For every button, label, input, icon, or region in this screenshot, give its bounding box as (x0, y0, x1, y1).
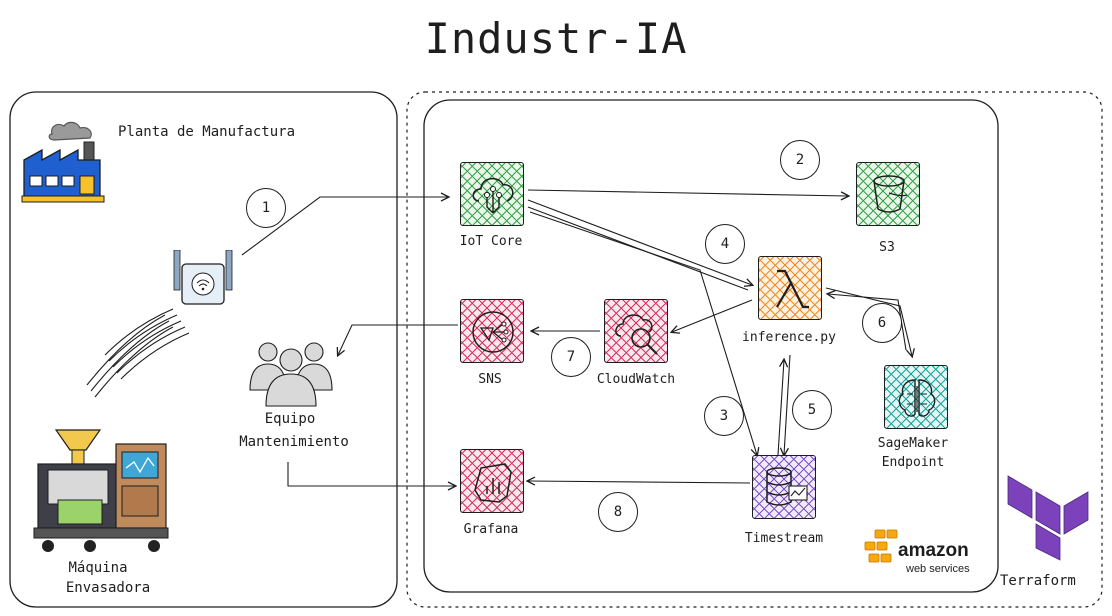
step-3-badge: 3 (704, 396, 744, 436)
terraform-boundary (406, 91, 1103, 608)
sagemaker-brain-icon (898, 379, 936, 417)
terraform-logo-icon (1007, 475, 1089, 561)
timestream-icon (766, 467, 808, 506)
factory-icon (21, 121, 105, 203)
arrow-timestream-to-grafana (528, 481, 751, 483)
s3-service[interactable] (856, 162, 920, 226)
arrow-sensor-to-iot (241, 197, 448, 256)
arrow-iot-to-s3 (527, 189, 848, 196)
arrow-lambda-timestream (784, 354, 791, 455)
step-4-badge: 4 (705, 224, 745, 264)
iot-core-label: IoT Core (459, 234, 523, 249)
timestream-label: Timestream (744, 531, 824, 546)
iot-core-service[interactable] (460, 162, 524, 226)
s3-bucket-icon (873, 175, 908, 213)
arrow-iot-to-lambda (527, 199, 752, 285)
wifi-sensor-icon (173, 250, 233, 305)
step-2-badge: 2 (780, 140, 820, 180)
cloudwatch-icon (615, 314, 658, 355)
step-1-badge: 1 (246, 188, 286, 228)
machine-label-line2: Envasadora (65, 580, 151, 596)
lambda-icon (776, 269, 809, 309)
aws-cubes-icon (864, 529, 898, 563)
sagemaker-service[interactable] (884, 365, 948, 429)
cloudwatch-label: CloudWatch (596, 372, 676, 387)
diagram-title: Industr-IA (424, 14, 688, 63)
step-7-badge: 7 (551, 337, 591, 377)
aws-logo-line2: web services (906, 563, 970, 575)
sns-service[interactable] (460, 299, 524, 363)
plant-label: Planta de Manufactura (118, 124, 296, 140)
sagemaker-label-line1: SageMaker (877, 436, 949, 451)
s3-label: S3 (879, 240, 895, 255)
step-8-badge: 8 (598, 492, 638, 532)
arrow-sns-to-team (338, 324, 458, 355)
sagemaker-label-line2: Endpoint (881, 455, 945, 470)
machine-label-line1: Máquina (68, 560, 128, 576)
step-6-badge: 6 (862, 303, 902, 343)
packaging-machine-icon (33, 429, 169, 552)
sns-icon (472, 311, 514, 353)
team-label-line1: Equipo (264, 411, 316, 427)
iot-core-icon (472, 177, 514, 214)
grafana-label: Grafana (463, 522, 519, 537)
timestream-service[interactable] (752, 455, 816, 519)
lambda-label: inference.py (742, 330, 836, 345)
signal-waves-icon (86, 308, 190, 398)
terraform-label: Terraform (1000, 573, 1076, 589)
arrow-lambda-sagemaker (825, 287, 912, 356)
team-label-line2: Mantenimiento (239, 434, 349, 450)
grafana-service[interactable] (460, 449, 524, 513)
plant-boundary (9, 91, 398, 608)
lambda-service[interactable] (758, 256, 822, 320)
cloudwatch-service[interactable] (604, 299, 668, 363)
arrow-lambda-to-cloudwatch (672, 299, 753, 332)
people-group-icon (249, 342, 333, 407)
arrow-iot-to-timestream (529, 211, 757, 455)
grafana-icon (474, 463, 512, 503)
sns-label: SNS (478, 372, 502, 387)
aws-logo-line1: amazon (898, 540, 969, 561)
arrow-team-to-grafana (287, 462, 455, 486)
aws-boundary (423, 99, 999, 593)
step-5-badge: 5 (792, 390, 832, 430)
